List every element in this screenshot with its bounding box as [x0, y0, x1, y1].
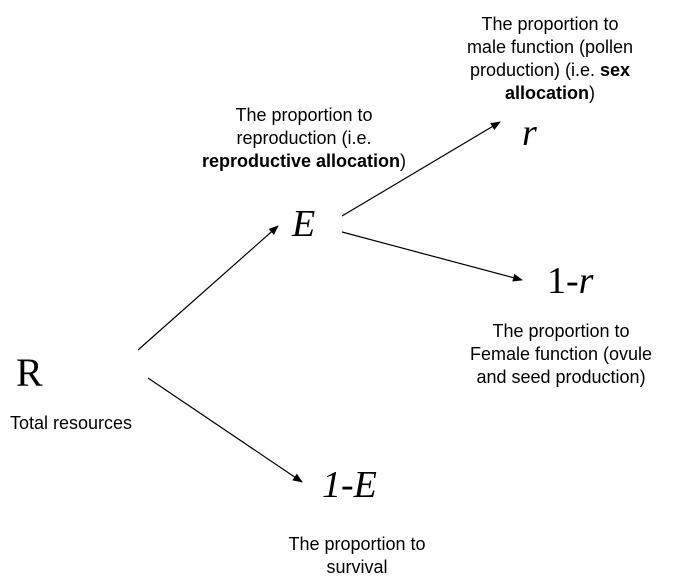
arrow-r-to-1-e	[147, 377, 303, 483]
label-survival-line1: The proportion to	[288, 534, 426, 554]
symbol-1-e: 1-E	[322, 464, 377, 506]
label-male-line2: male function (pollen	[466, 37, 634, 57]
label-female-function: The proportion to Female function (ovule…	[448, 320, 674, 389]
label-male-line1: The proportion to	[481, 14, 619, 34]
label-reproduction-line1: The proportion to	[235, 105, 373, 125]
label-female-line1: The proportion to	[492, 321, 630, 341]
label-reproductive-allocation: reproductive allocation	[201, 151, 401, 171]
arrow-e-to-1-r	[341, 231, 523, 282]
label-sex-bold: sex	[600, 60, 631, 80]
label-male-function: The proportion to male function (pollen …	[438, 13, 662, 105]
label-male-line3: production) (i.e. sex	[469, 60, 631, 80]
label-reproduction-line3: reproductive allocation)	[201, 151, 407, 171]
symbol-e: E	[292, 203, 316, 245]
label-survival-line2: survival	[326, 557, 388, 577]
symbol-r-sex: r	[522, 112, 537, 154]
arrow-r-to-e	[137, 225, 279, 351]
label-reproduction: The proportion to reproduction (i.e. rep…	[196, 104, 412, 173]
symbol-r-total: R	[16, 350, 43, 395]
label-survival: The proportion to survival	[254, 533, 460, 579]
label-total-resources: Total resources	[10, 413, 133, 433]
label-reproduction-line2: reproduction (i.e.	[236, 128, 372, 148]
label-female-line3: and seed production)	[476, 367, 646, 387]
label-male-line4: allocation)	[504, 83, 595, 103]
label-allocation-bold: allocation	[504, 83, 589, 103]
symbol-1-r: 1-r	[547, 260, 594, 302]
label-female-line2: Female function (ovule	[469, 344, 653, 364]
arrow-e-to-r	[341, 121, 501, 217]
